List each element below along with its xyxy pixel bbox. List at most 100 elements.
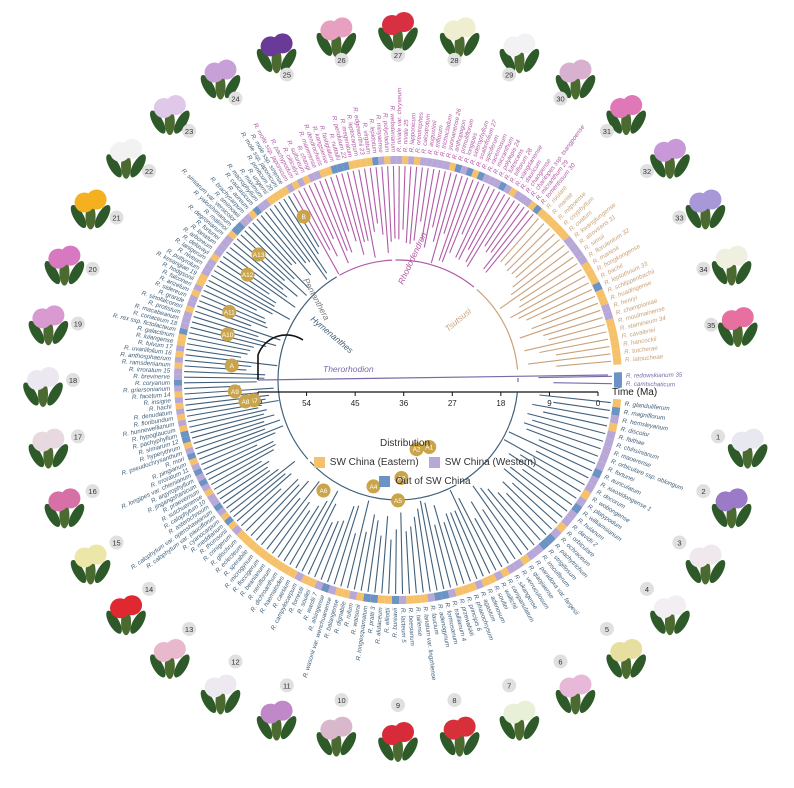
branch <box>354 532 366 590</box>
flower-icon <box>87 190 107 210</box>
flower-icon <box>572 674 592 694</box>
photo-number-label: 12 <box>231 657 239 666</box>
flower-icon <box>734 307 754 327</box>
flower-icon <box>332 17 352 37</box>
node-badge-A: A <box>225 358 239 372</box>
distribution-bar-segment <box>614 372 622 380</box>
distribution-bar-segment <box>174 380 182 386</box>
flower-icon <box>87 545 107 565</box>
node-badge-A8: A8 <box>238 394 252 408</box>
branch <box>455 511 484 577</box>
photo-number-label: 33 <box>675 214 683 223</box>
distribution-bar-segment <box>413 595 421 604</box>
distribution-bar-segment <box>420 157 427 166</box>
distribution-bar-segment <box>613 357 622 365</box>
distribution-bar-segment <box>426 158 433 167</box>
flower-photo-20: 20 <box>42 246 100 287</box>
distribution-bar-segment <box>175 397 183 403</box>
photo-number-label: 31 <box>603 127 611 136</box>
branch <box>309 185 334 239</box>
node-badge-label: A13 <box>253 252 265 259</box>
distribution-bar-segment <box>612 349 621 358</box>
branch <box>475 518 502 567</box>
photo-number-label: 1 <box>716 432 720 441</box>
branch <box>237 474 291 522</box>
distribution-bar-segment <box>174 391 182 397</box>
photo-number-label: 25 <box>283 71 291 80</box>
legend-item-out: Out of SW China <box>379 476 470 487</box>
node-badge-label: A9 <box>231 389 239 396</box>
distribution-bar-segment <box>174 362 182 368</box>
branch <box>315 521 339 577</box>
node-badge-A5: A5 <box>391 493 405 507</box>
photo-number-label: 30 <box>556 95 564 104</box>
distribution-bar-segment <box>611 341 620 350</box>
legend-title: Distribution <box>260 438 550 449</box>
branch <box>451 512 477 579</box>
distribution-bar-segment <box>384 156 390 164</box>
clade-label: Tsutsusi <box>443 305 474 333</box>
flower-icon <box>60 488 80 508</box>
branch <box>526 290 592 321</box>
legend-row-1: SW China (Eastern) SW China (Western) <box>300 457 550 468</box>
time-axis-tick-label: 9 <box>547 399 552 408</box>
distribution-bar-segment <box>427 593 435 602</box>
distribution-bar-segment <box>385 596 392 604</box>
branch <box>382 516 388 593</box>
flower-photo-12: 12 <box>198 654 244 715</box>
branch <box>543 412 607 426</box>
distribution-bar-segment <box>378 156 385 164</box>
branch <box>348 501 369 588</box>
flower-photo-22: 22 <box>103 139 156 180</box>
flower-icon <box>456 17 476 37</box>
flower-icon <box>701 545 721 565</box>
flower-icon <box>394 722 414 742</box>
photo-number-label: 14 <box>145 585 153 594</box>
flower-icon <box>217 674 237 694</box>
flower-photo-8: 8 <box>437 693 483 757</box>
flower-icon <box>44 305 64 325</box>
photo-number-label: 6 <box>558 657 562 666</box>
flower-photo-17: 17 <box>26 429 85 470</box>
node-badge-label: A8 <box>242 399 250 406</box>
branch <box>227 469 279 508</box>
flower-photo-35: 35 <box>704 307 760 348</box>
flower-photo-24: 24 <box>198 60 244 106</box>
branch <box>401 513 403 594</box>
photo-number-label: 4 <box>645 585 649 594</box>
flower-photo-16: 16 <box>42 484 100 529</box>
distribution-bar-segment <box>175 351 184 358</box>
branch <box>507 229 549 271</box>
branch <box>446 514 470 582</box>
flower-icon <box>728 488 748 508</box>
photo-number-label: 3 <box>677 539 681 548</box>
distribution-bar-segment <box>174 386 182 392</box>
branch <box>389 540 391 594</box>
distribution-bar-segment <box>611 407 620 416</box>
photo-number-label: 19 <box>74 320 82 329</box>
flower-icon <box>60 246 80 266</box>
tip-label: R. coryanum <box>135 380 170 387</box>
distribution-bar-segment <box>420 594 428 603</box>
flower-photo-4: 4 <box>640 582 693 636</box>
photo-number-label: 9 <box>396 701 400 710</box>
flower-photo-1: 1 <box>711 429 770 470</box>
photo-number-label: 23 <box>185 127 193 136</box>
flower-photo-30: 30 <box>553 60 599 106</box>
branch <box>209 444 276 479</box>
node-badge-label: A11 <box>224 309 235 316</box>
legend-label-western: SW China (Western) <box>445 457 537 468</box>
eastern-swatch-icon <box>314 457 325 468</box>
clade-arc <box>339 260 392 275</box>
branch <box>261 498 300 545</box>
branch <box>321 521 344 580</box>
flower-photo-6: 6 <box>553 654 599 715</box>
legend-label-eastern: SW China (Eastern) <box>330 457 419 468</box>
flower-photo-7: 7 <box>497 678 543 741</box>
branch <box>342 174 364 255</box>
photo-number-label: 24 <box>231 95 239 104</box>
flower-photo-15: 15 <box>68 536 124 586</box>
photo-number-label: 13 <box>185 625 193 634</box>
